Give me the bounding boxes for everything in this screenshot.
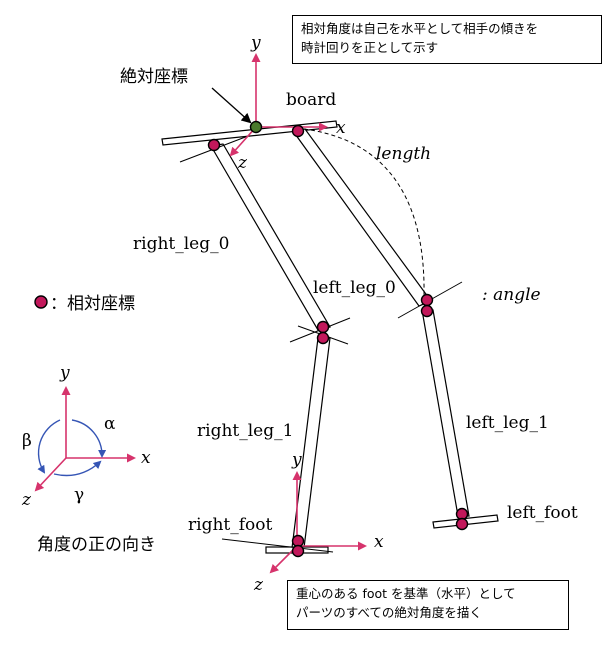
alpha-label: α <box>104 414 116 434</box>
absolute-coords-label: 絶対座標 <box>120 67 188 87</box>
right-leg-1-part <box>289 317 351 549</box>
right-leg-1-label: right_leg_1 <box>197 421 293 441</box>
alpha-arc <box>71 419 107 458</box>
abs-x-label: x <box>336 118 346 138</box>
right-ankle-joint-lower <box>291 544 305 558</box>
absolute-axes <box>229 53 328 157</box>
legend-joint-marker <box>34 295 48 309</box>
top-note-line-2: 時計回りを正として示す <box>301 40 439 55</box>
left-ankle-joint-lower <box>455 517 469 531</box>
legend-relative-label: ：相対座標 <box>50 294 135 314</box>
board-label: board <box>286 90 336 110</box>
beta-label: β <box>22 431 32 451</box>
right-knee-joint-upper <box>316 320 330 334</box>
joint-markers <box>34 120 469 558</box>
left-leg-1-part <box>397 281 470 517</box>
right-foot-label: right_foot <box>188 515 272 535</box>
beta-arc <box>37 419 61 474</box>
left-foot-label: left_foot <box>507 503 578 523</box>
length-dashed-arc <box>303 128 425 297</box>
top-note-line-1: 相対角度は自己を水平として相手の傾きを <box>301 21 539 36</box>
right-leg-0-part <box>179 135 331 331</box>
right-leg-0-label: right_leg_0 <box>133 234 229 254</box>
ref-y-label: y <box>59 363 70 383</box>
foot-x-label: x <box>374 532 384 552</box>
top-note-box: 相対角度は自己を水平として相手の傾きを 時計回りを正として示す <box>292 15 602 64</box>
angle-direction-diagram <box>34 386 136 492</box>
bottom-note-line-1: 重心のある foot を基準（水平）として <box>296 586 516 601</box>
length-label: length <box>376 144 431 164</box>
absolute-origin-joint <box>249 120 263 134</box>
board-left-joint <box>291 124 305 138</box>
foot-axes <box>269 471 367 574</box>
bottom-note-line-2: パーツのすべての絶対角度を描く <box>296 605 482 620</box>
abs-z-label: z <box>237 153 248 173</box>
absolute-coords-pointer <box>211 87 252 124</box>
ref-x-label: x <box>141 448 151 468</box>
angle-direction-caption: 角度の正の向き <box>37 535 156 555</box>
gamma-arc <box>53 460 102 477</box>
board-right-joint <box>207 138 221 152</box>
right-knee-joint-lower <box>316 331 330 345</box>
abs-y-label: y <box>250 33 261 53</box>
bottom-note-box: 重心のある foot を基準（水平）として パーツのすべての絶対角度を描く <box>287 580 569 630</box>
left-knee-joint-upper <box>420 293 434 307</box>
angle-label: : angle <box>482 285 541 305</box>
foot-y-label: y <box>291 450 302 470</box>
gamma-label: γ <box>74 485 84 505</box>
left-knee-joint-lower <box>420 304 434 318</box>
ref-z-label: z <box>21 490 32 510</box>
left-leg-1-label: left_leg_1 <box>466 413 549 433</box>
foot-z-label: z <box>253 575 264 595</box>
left-leg-0-label: left_leg_0 <box>313 278 396 298</box>
